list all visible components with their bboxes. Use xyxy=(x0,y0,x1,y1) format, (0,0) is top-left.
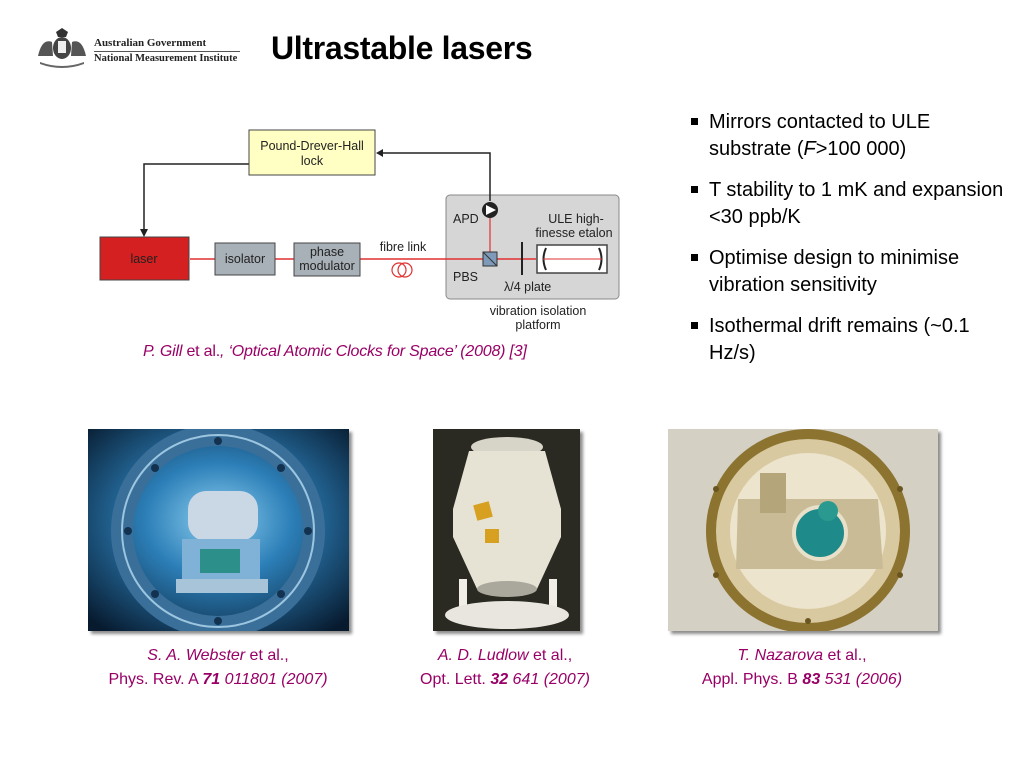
bullet-square-icon xyxy=(691,118,698,125)
bullet-item: Optimise design to minimise vibration se… xyxy=(690,245,1010,299)
bullet-text: Isothermal drift remains (~0.1 Hz/s) xyxy=(709,315,970,364)
ule-label-2: finesse etalon xyxy=(535,226,612,240)
bullet-text: Optimise design to minimise vibration se… xyxy=(709,247,960,296)
bullet-list: Mirrors contacted to ULE substrate (F>10… xyxy=(690,109,1010,381)
isolator-box xyxy=(214,242,276,276)
platform-label-1: vibration isolation xyxy=(490,304,587,318)
pbs-label: PBS xyxy=(453,270,478,284)
org-line-2: National Measurement Institute xyxy=(94,53,238,64)
laser-box xyxy=(99,236,190,281)
bullet-square-icon xyxy=(691,322,698,329)
ref-author: T. Nazarova xyxy=(737,647,824,664)
photo-cavity-mount xyxy=(433,429,580,631)
platform-label-2: platform xyxy=(515,318,560,332)
ref-journal: Appl. Phys. B xyxy=(701,671,803,688)
bullet-item: Mirrors contacted to ULE substrate (F>10… xyxy=(690,109,1010,163)
photo-thermal-enclosure xyxy=(668,429,938,631)
logo-divider xyxy=(94,51,240,52)
pbs-diagonal xyxy=(482,251,498,267)
bullet-item: Isothermal drift remains (~0.1 Hz/s) xyxy=(690,313,1010,367)
bullet-text: T stability to 1 mK and expansion <30 pp… xyxy=(709,179,1004,228)
etalon-icon xyxy=(536,244,608,274)
ref-volume: 83 xyxy=(802,671,821,688)
phase-label-1: phase xyxy=(310,245,344,259)
logo: Australian Government National Measureme… xyxy=(34,26,244,70)
pdh-label-2: lock xyxy=(301,154,324,168)
ref-journal: Phys. Rev. A xyxy=(108,671,203,688)
bullet-italic: F xyxy=(803,138,816,160)
bullet-text-after: >100 000) xyxy=(815,138,907,160)
ref-author: A. D. Ludlow xyxy=(437,647,529,664)
ref-volume: 71 xyxy=(202,671,221,688)
ref-pages: 011801 (2007) xyxy=(220,671,328,688)
citation-etal: et al. xyxy=(182,343,220,360)
photodiode-arrow-icon xyxy=(486,205,496,215)
arrow-down-icon xyxy=(140,229,148,237)
apd-label: APD xyxy=(453,212,479,226)
citation-author: P. Gill xyxy=(143,343,183,360)
bullet-square-icon xyxy=(691,254,698,261)
photo-vacuum-chamber xyxy=(88,429,349,631)
phase-modulator-box xyxy=(293,242,361,277)
arrow-left-icon xyxy=(376,149,383,157)
page-title: Ultrastable lasers xyxy=(271,30,533,66)
ref-volume: 32 xyxy=(490,671,509,688)
ref-pages: 531 (2006) xyxy=(820,671,903,688)
ule-label-1: ULE high- xyxy=(548,212,604,226)
bullet-square-icon xyxy=(691,186,698,193)
org-line-1: Australian Government xyxy=(94,37,207,49)
ref-author: S. A. Webster xyxy=(147,647,246,664)
ref-etal: et al., xyxy=(823,647,867,664)
bullet-item: T stability to 1 mK and expansion <30 pp… xyxy=(690,177,1010,231)
bullet-text: Mirrors contacted to ULE substrate ( xyxy=(709,111,931,160)
ref-etal: et al., xyxy=(528,647,573,664)
phase-label-2: modulator xyxy=(299,259,355,273)
reference-webster: S. A. Webster et al., Phys. Rev. A 71 01… xyxy=(92,644,344,692)
reference-ludlow: A. D. Ludlow et al., Opt. Lett. 32 641 (… xyxy=(400,644,610,692)
fibre-link-label: fibre link xyxy=(380,240,427,254)
reference-nazarova: T. Nazarova et al., Appl. Phys. B 83 531… xyxy=(682,644,922,692)
isolator-label: isolator xyxy=(225,252,265,266)
ref-journal: Opt. Lett. xyxy=(420,671,491,688)
pdh-lock-box xyxy=(248,129,376,176)
citation-title: , ‘Optical Atomic Clocks for Space’ (200… xyxy=(219,343,527,360)
ref-pages: 641 (2007) xyxy=(508,671,590,688)
coat-of-arms-icon xyxy=(38,28,86,68)
setup-diagram: Pound-Drever-Hall lock laser isolator ph… xyxy=(99,129,620,332)
laser-label: laser xyxy=(130,252,157,266)
fibre-coil-icon xyxy=(391,262,413,278)
feedback-line-apd-to-pdh xyxy=(381,152,491,201)
plate-label: λ/4 plate xyxy=(504,280,551,294)
ref-etal: et al., xyxy=(245,647,289,664)
feedback-line-pdh-to-laser xyxy=(143,163,249,231)
pdh-label-1: Pound-Drever-Hall xyxy=(260,139,364,153)
diagram-citation: P. Gill et al., ‘Optical Atomic Clocks f… xyxy=(143,343,527,361)
